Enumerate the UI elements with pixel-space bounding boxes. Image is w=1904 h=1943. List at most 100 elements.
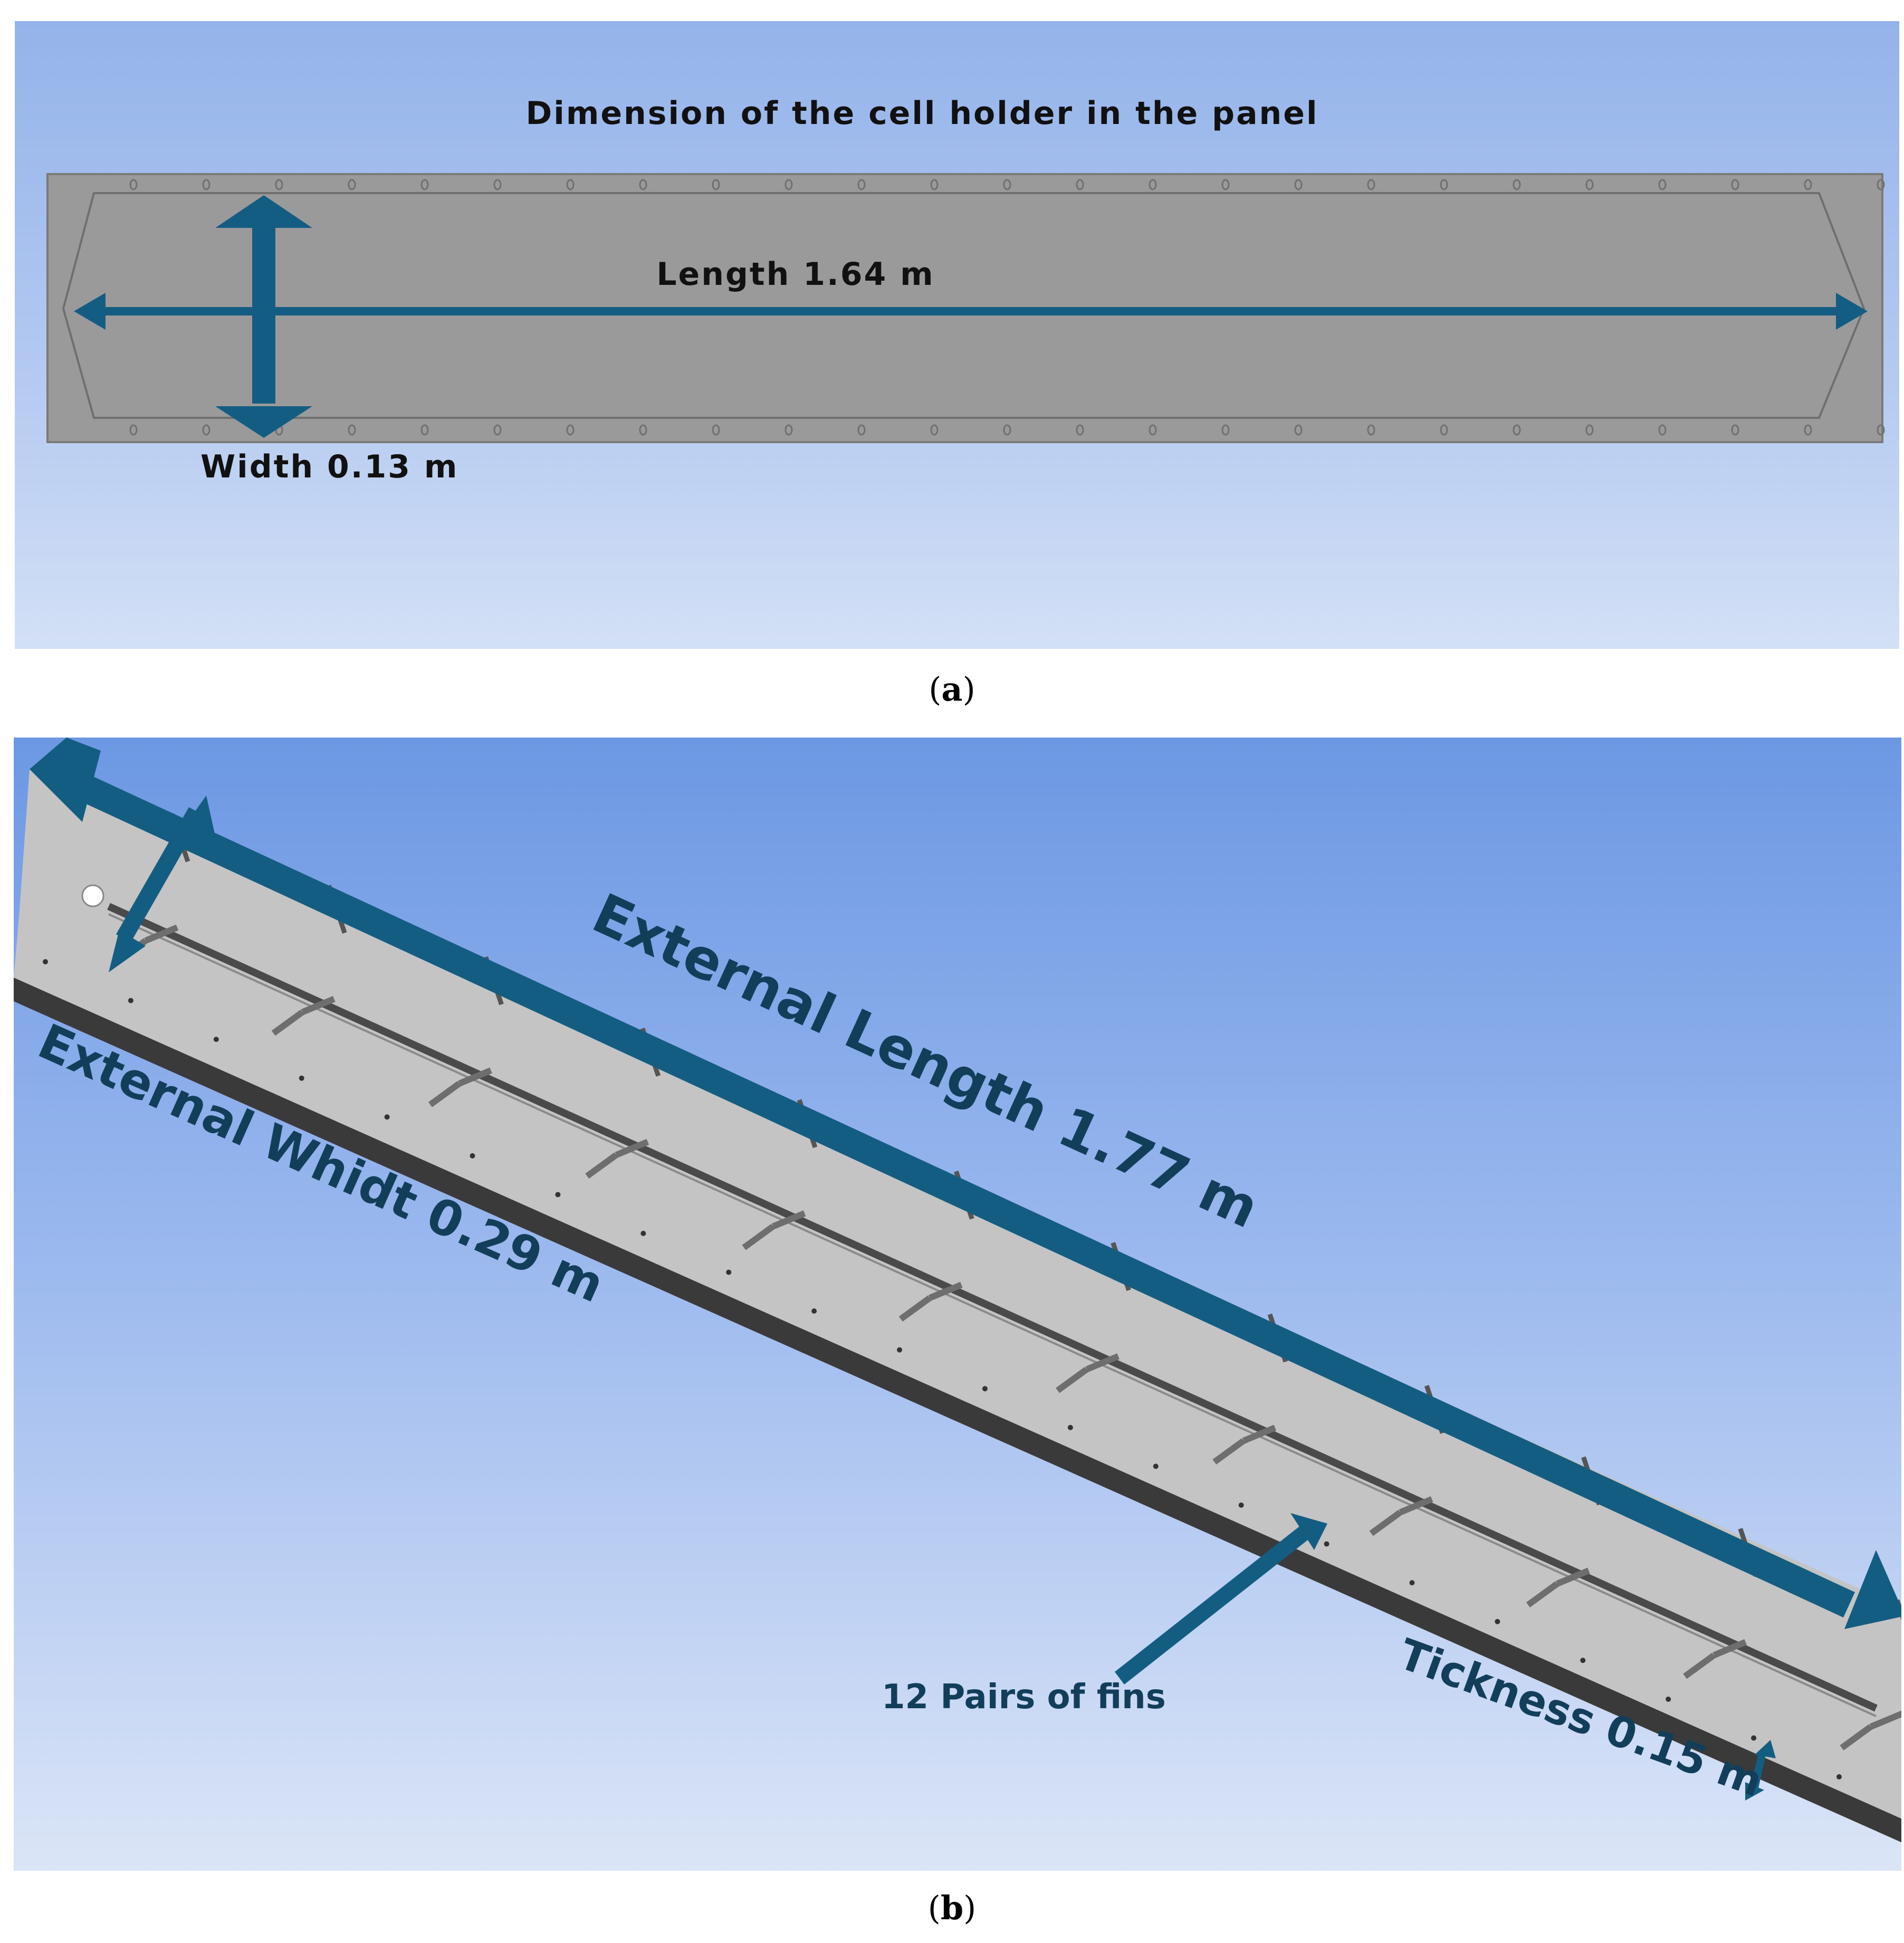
mounting-hole: [420, 179, 429, 190]
rivet: [384, 1114, 390, 1120]
mounting-hole: [930, 424, 939, 436]
mounting-hole: [1003, 424, 1011, 436]
panel-b-groove: [107, 903, 1878, 1712]
mounting-hole: [1294, 179, 1303, 190]
mounting-hole: [275, 179, 283, 190]
rivet: [897, 1347, 903, 1353]
mounting-holes: [129, 179, 1885, 436]
mounting-hole: [493, 179, 502, 190]
mounting-hole: [566, 179, 575, 190]
external-width-arrow: [109, 796, 217, 972]
mounting-hole: [1658, 424, 1667, 436]
mounting-hole: [1076, 179, 1084, 190]
cell-holder-inner-outline: [62, 192, 1865, 419]
rivet: [1067, 1424, 1073, 1430]
mounting-hole: [1731, 424, 1739, 436]
mounting-hole: [930, 179, 939, 190]
fins-label: 12 Pairs of fins: [882, 1678, 1166, 1717]
mounting-hole: [1076, 424, 1084, 436]
panel-b: External Length 1.77 m External Whidt 0.…: [14, 738, 1901, 1871]
mounting-hole: [1221, 424, 1230, 436]
mounting-hole: [712, 424, 720, 436]
fins-pointer-arrow: [1115, 1513, 1327, 1684]
caption-a-letter: a: [941, 670, 963, 709]
panel-a-drawing: Dimension of the cell holder in the pane…: [46, 95, 1885, 485]
mounting-hole: [1585, 179, 1594, 190]
mounting-hole: [1804, 424, 1812, 436]
fin: [1212, 1424, 1277, 1465]
fin: [1369, 1496, 1433, 1536]
rivet: [1751, 1735, 1757, 1741]
fin: [428, 1067, 492, 1107]
rivet: [1324, 1541, 1329, 1547]
caption-b-letter: b: [940, 1889, 964, 1927]
fin: [1526, 1567, 1590, 1607]
length-label: Length 1.64 m: [656, 256, 934, 293]
rivet: [1580, 1658, 1586, 1663]
mounting-hole: [1367, 179, 1375, 190]
thickness-arrow: [1745, 1740, 1776, 1801]
fin: [585, 1138, 649, 1179]
fin: [898, 1281, 963, 1322]
rivet: [128, 998, 133, 1003]
rivet: [640, 1231, 646, 1236]
mounting-hole: [784, 424, 793, 436]
mounting-hole: [857, 424, 866, 436]
rivet: [555, 1192, 561, 1198]
rivet: [1153, 1463, 1159, 1469]
mounting-hole: [1440, 424, 1448, 436]
mounting-hole: [1877, 424, 1885, 436]
mounting-hole: [129, 179, 138, 190]
width-arrow: [215, 195, 312, 438]
mounting-hole: [1877, 179, 1885, 190]
panel-b-rivets: [43, 959, 1842, 1779]
panel-a-title: Dimension of the cell holder in the pane…: [525, 95, 1318, 132]
mounting-hole: [1731, 179, 1739, 190]
rivet: [1666, 1696, 1671, 1702]
mounting-hole: [784, 179, 793, 190]
mounting-hole: [1513, 424, 1521, 436]
mounting-hole: [1585, 424, 1594, 436]
fin: [1056, 1353, 1120, 1393]
rivet: [43, 959, 48, 964]
panel-b-drawing: External Length 1.77 m External Whidt 0.…: [14, 738, 1901, 1843]
rivet: [213, 1037, 219, 1042]
rivet: [1409, 1580, 1415, 1586]
mounting-hole: [420, 424, 429, 436]
mounting-hole: [857, 179, 866, 190]
rivet: [982, 1386, 988, 1392]
mounting-hole: [1658, 179, 1667, 190]
panel-a: Dimension of the cell holder in the pane…: [15, 21, 1899, 649]
fin: [742, 1210, 806, 1250]
fin: [271, 996, 336, 1036]
mounting-hole: [566, 424, 575, 436]
mounting-hole: [348, 424, 356, 436]
panel-b-hole: [81, 884, 104, 907]
rivet: [299, 1075, 304, 1081]
mounting-hole: [129, 424, 138, 436]
caption-a: (a): [929, 670, 975, 709]
mounting-hole: [1804, 179, 1812, 190]
mounting-hole: [1003, 179, 1011, 190]
mounting-hole: [202, 424, 211, 436]
rivet: [1495, 1619, 1500, 1624]
rivet: [811, 1308, 817, 1314]
mounting-hole: [639, 179, 647, 190]
caption-b: (b): [927, 1889, 977, 1927]
fin: [1840, 1710, 1901, 1750]
mounting-hole: [1149, 424, 1157, 436]
mounting-hole: [1367, 424, 1375, 436]
mounting-hole: [1440, 179, 1448, 190]
mounting-hole: [348, 179, 356, 190]
width-label: Width 0.13 m: [200, 448, 458, 485]
mounting-hole: [639, 424, 647, 436]
rivet: [1238, 1502, 1244, 1508]
external-length-arrow: [30, 738, 1901, 1629]
mounting-hole: [1149, 179, 1157, 190]
length-arrow: [74, 293, 1868, 330]
mounting-hole: [202, 179, 211, 190]
rivet: [1836, 1774, 1842, 1779]
mounting-hole: [493, 424, 502, 436]
mounting-hole: [1513, 179, 1521, 190]
mounting-hole: [712, 179, 720, 190]
